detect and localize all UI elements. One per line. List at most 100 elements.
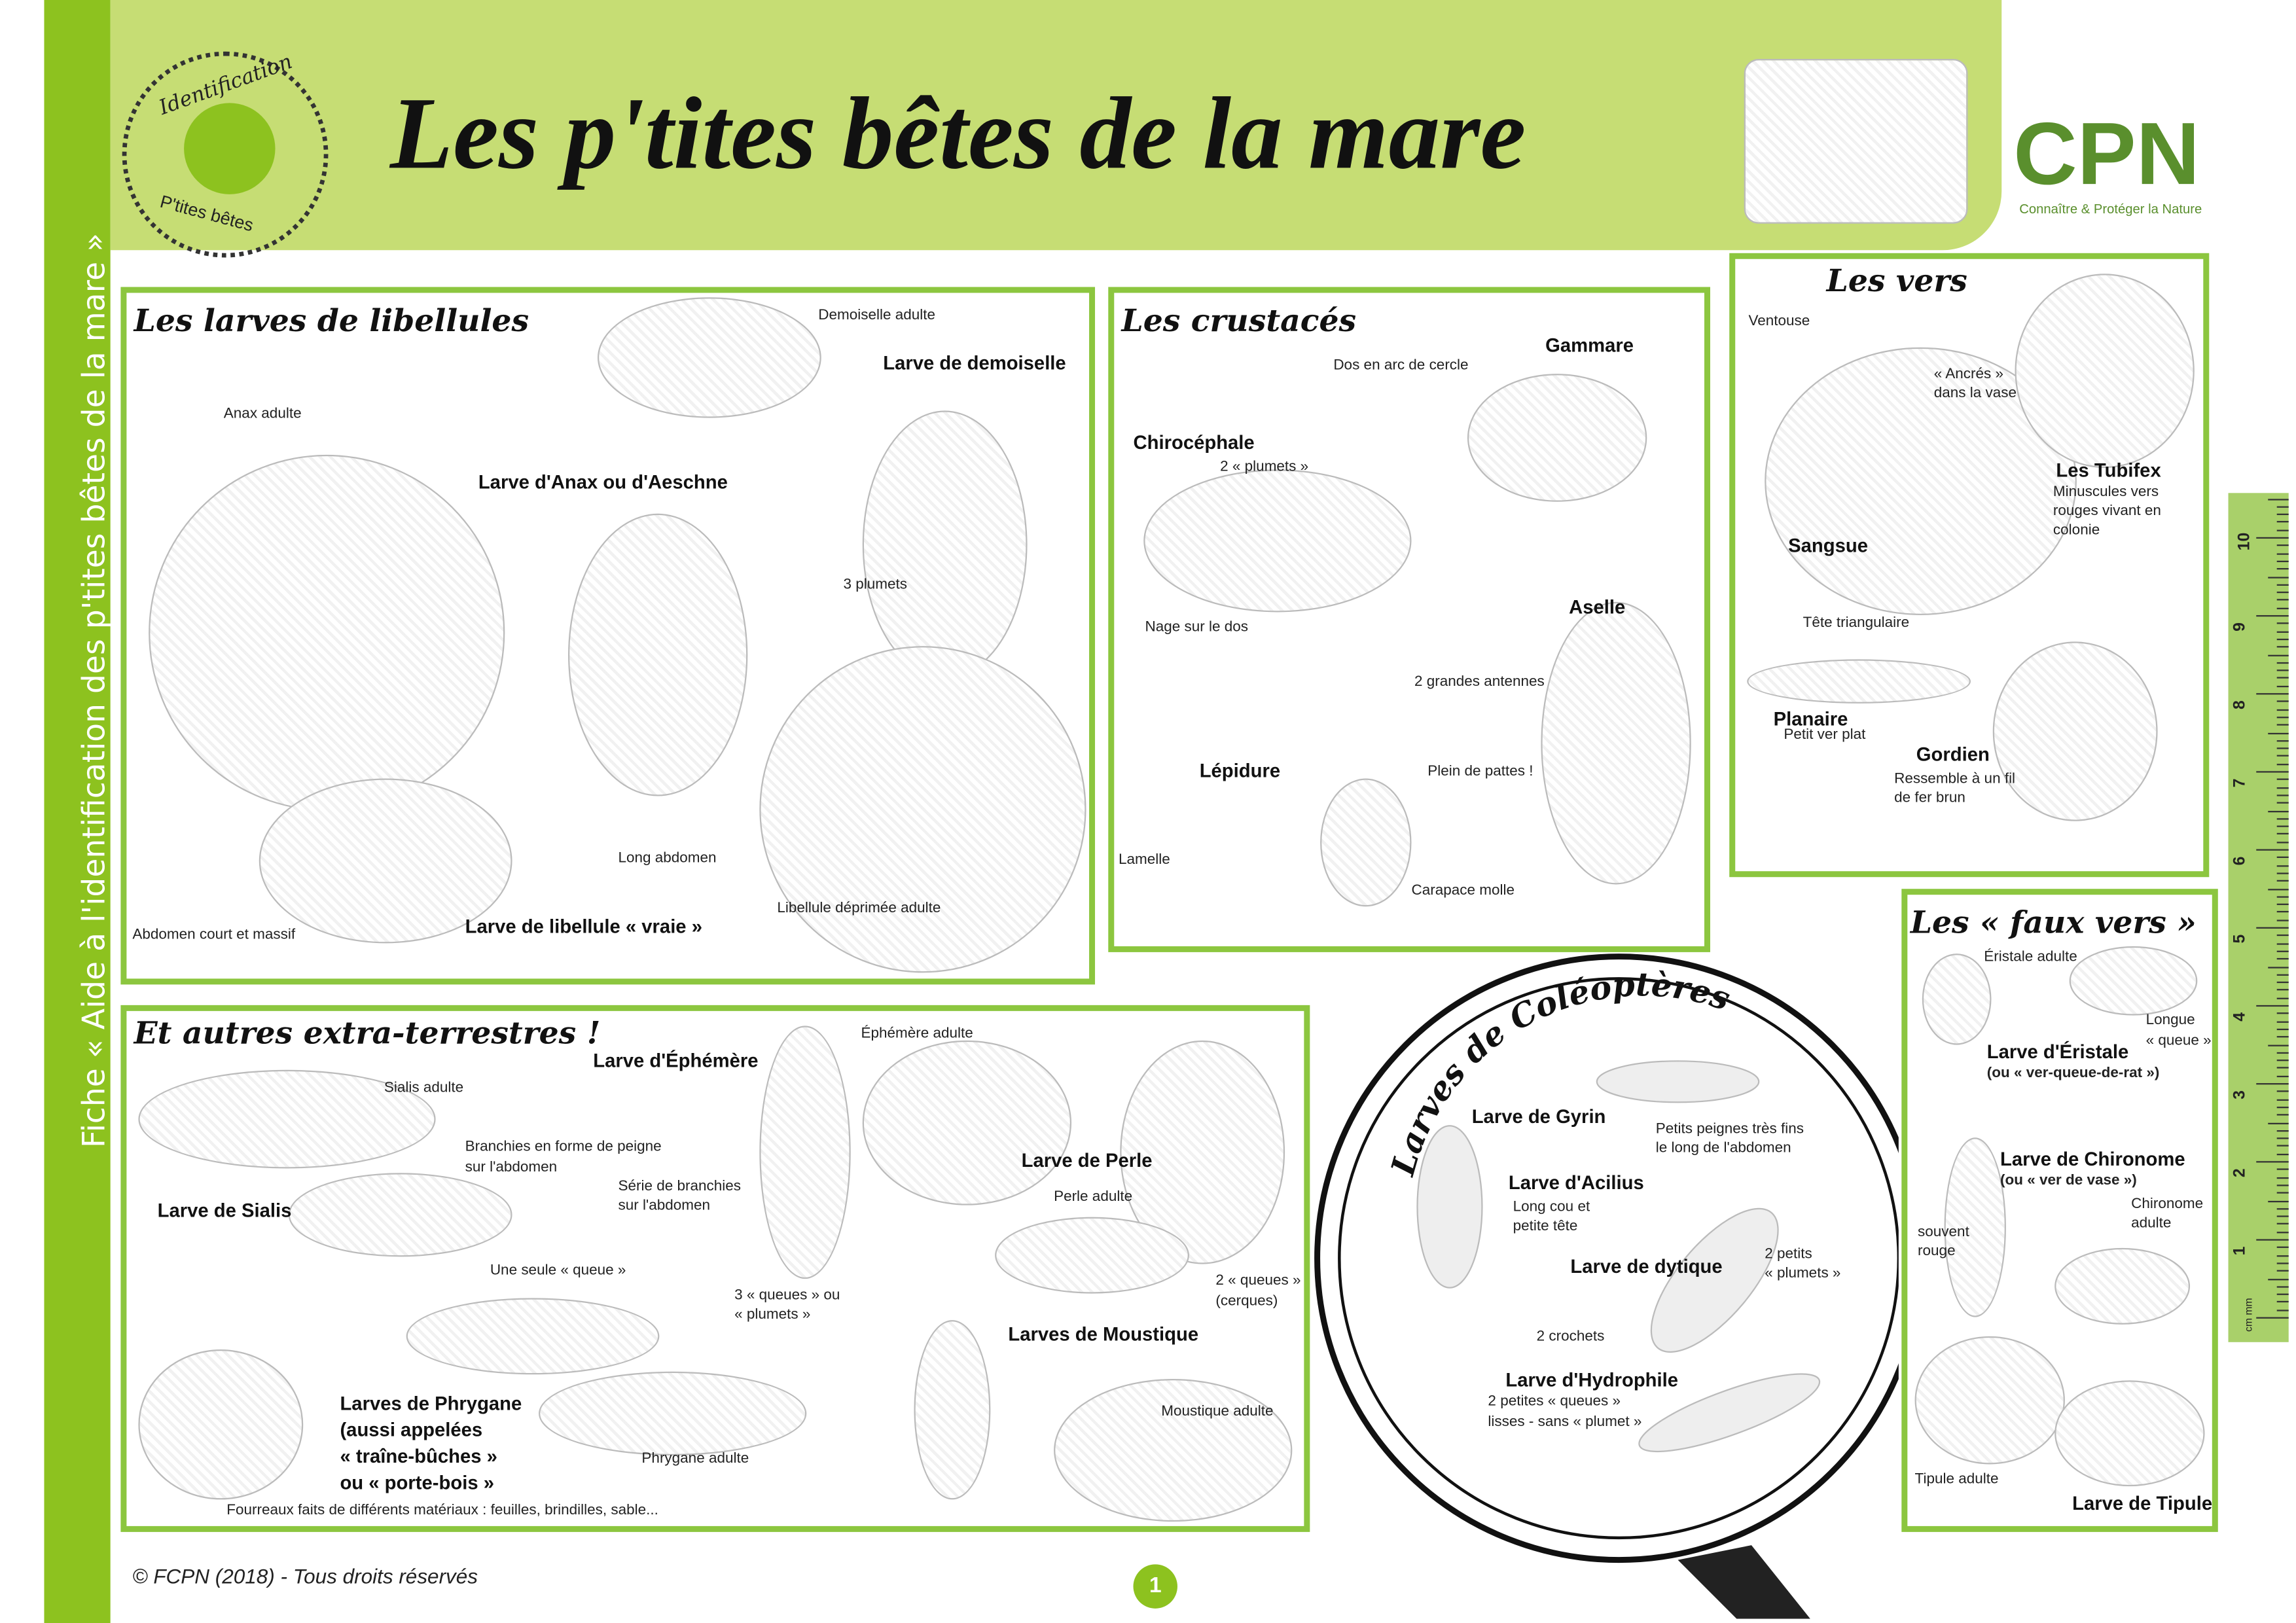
- ruler-tick: [2276, 701, 2289, 703]
- label: Larve de demoiselle: [883, 351, 1066, 374]
- ruler-tick: [2276, 1114, 2289, 1116]
- damselfly-illustration: [597, 297, 821, 418]
- ruler-number: 10: [2236, 532, 2254, 551]
- label: 2 « plumets »: [1220, 459, 1309, 476]
- ruler-tick: [2276, 568, 2289, 570]
- damselfly-larva-illustration: [862, 410, 1028, 679]
- label: Série de branchies: [618, 1179, 741, 1195]
- tubifex-illustration: [2015, 274, 2195, 469]
- ruler-tick: [2276, 950, 2289, 952]
- box-title: Les larves de libellules: [134, 301, 529, 339]
- asellus-illustration: [1541, 601, 1691, 885]
- box-title: Les « faux vers »: [1910, 903, 2197, 940]
- box-title: Les crustacés: [1121, 301, 1357, 339]
- ruler-tick: [2276, 724, 2289, 726]
- ruler-number: 6: [2231, 856, 2250, 866]
- label: Tipule adulte: [1914, 1471, 1999, 1488]
- label: 2 petites « queues »: [1488, 1393, 1621, 1410]
- stonefly-adult-illustration: [995, 1217, 1189, 1294]
- ruler-units: cm mm: [2244, 1298, 2255, 1332]
- gammarus-illustration: [1467, 374, 1647, 502]
- label: Larve d'Anax ou d'Aeschne: [478, 471, 728, 493]
- ruler-tick: [2276, 802, 2289, 804]
- ruler-tick: [2256, 693, 2289, 695]
- label: Larve d'Acilius: [1508, 1171, 1644, 1194]
- caddis-case-illustration: [138, 1349, 304, 1500]
- label: rouge: [1918, 1243, 1956, 1260]
- ruler-tick: [2276, 997, 2289, 999]
- ruler-tick: [2276, 1075, 2289, 1077]
- ruler-tick: [2276, 919, 2289, 921]
- page-number: 1: [1133, 1564, 1177, 1609]
- ruler-tick: [2276, 607, 2289, 609]
- label: sur l'abdomen: [618, 1198, 710, 1215]
- ruler-tick: [2256, 1005, 2289, 1007]
- ruler-tick: [2276, 514, 2289, 516]
- ruler-tick: [2276, 1301, 2289, 1303]
- label: sur l'abdomen: [465, 1159, 558, 1176]
- ruler-tick: [2276, 880, 2289, 882]
- box-title: Les vers: [1826, 262, 1967, 299]
- ruler-tick: [2276, 1184, 2289, 1186]
- label: Larve d'Éphémère: [593, 1049, 759, 1072]
- horsehair-worm-illustration: [1992, 641, 2158, 821]
- ruler-tick: [2256, 615, 2289, 617]
- label: (cerques): [1215, 1293, 1278, 1310]
- ruler-tick: [2276, 896, 2289, 898]
- ruler-tick: [2276, 1130, 2289, 1132]
- label: Larve de Gyrin: [1471, 1105, 1606, 1128]
- label: Larve de Tipule: [2072, 1492, 2213, 1514]
- label: Petits peignes très fins: [1655, 1121, 1804, 1138]
- mayfly-larva-illustration: [759, 1026, 851, 1279]
- hoverfly-illustration: [1922, 954, 1992, 1045]
- chironomid-larva-illustration: [1944, 1137, 2006, 1317]
- cpn-tagline: Connaître & Protéger la Nature: [2019, 202, 2202, 217]
- ruler-tick: [2268, 810, 2289, 812]
- label: Ressemble à un fil: [1894, 771, 2016, 788]
- true-larva-illustration: [259, 778, 512, 944]
- label: lisses - sans « plumet »: [1488, 1414, 1642, 1431]
- ruler-tick: [2276, 1090, 2289, 1093]
- box-worms: Les vers: [1729, 253, 2210, 878]
- label: Éphémère adulte: [861, 1026, 973, 1043]
- ruler-tick: [2276, 1177, 2289, 1179]
- pond-illustration: [1744, 58, 1968, 224]
- ruler-tick: [2276, 1098, 2289, 1101]
- ruler-tick: [2268, 1200, 2289, 1202]
- label: « plumets »: [734, 1306, 811, 1323]
- ruler-number: 3: [2231, 1090, 2250, 1099]
- planarian-illustration: [1747, 659, 1971, 704]
- chironomid-adult-illustration: [2054, 1247, 2191, 1325]
- label: Nage sur le dos: [1145, 619, 1249, 636]
- label: 3 plumets: [843, 577, 908, 594]
- ruler-tick: [2276, 857, 2289, 859]
- ruler-tick: [2276, 685, 2289, 687]
- label: Moustique adulte: [1161, 1404, 1274, 1420]
- label: Branchies en forme de peigne: [465, 1139, 662, 1156]
- header-band: [110, 0, 2002, 251]
- label: Perle adulte: [1054, 1188, 1133, 1205]
- ruler-tick: [2276, 763, 2289, 765]
- ruler-tick: [2268, 1044, 2289, 1046]
- ruler-tick: [2256, 537, 2289, 539]
- copyright: © FCPN (2018) - Tous droits réservés: [132, 1564, 478, 1588]
- label: colonie: [2053, 522, 2100, 539]
- ruler-tick: [2276, 1036, 2289, 1038]
- anax-larva-illustration: [567, 513, 748, 796]
- ruler-tick: [2276, 716, 2289, 719]
- rat-tailed-maggot-illustration: [2069, 946, 2198, 1016]
- label: (aussi appelées: [340, 1418, 483, 1441]
- label: Dos en arc de cercle: [1333, 357, 1469, 374]
- label: ou « porte-bois »: [340, 1471, 494, 1494]
- box-crustaceans: Les crustacés: [1108, 287, 1710, 952]
- ruler-tick: [2276, 1106, 2289, 1109]
- ruler-tick: [2256, 1083, 2289, 1085]
- ruler-tick: [2276, 974, 2289, 976]
- cpn-logo: CPN: [2013, 104, 2200, 204]
- magnifying-glass: Larves de Coléoptères: [1314, 954, 1899, 1619]
- ruler-tick: [2276, 817, 2289, 820]
- ruler-tick: [2276, 1169, 2289, 1171]
- fairy-shrimp-illustration: [1143, 469, 1412, 613]
- label: « queue »: [2145, 1033, 2212, 1050]
